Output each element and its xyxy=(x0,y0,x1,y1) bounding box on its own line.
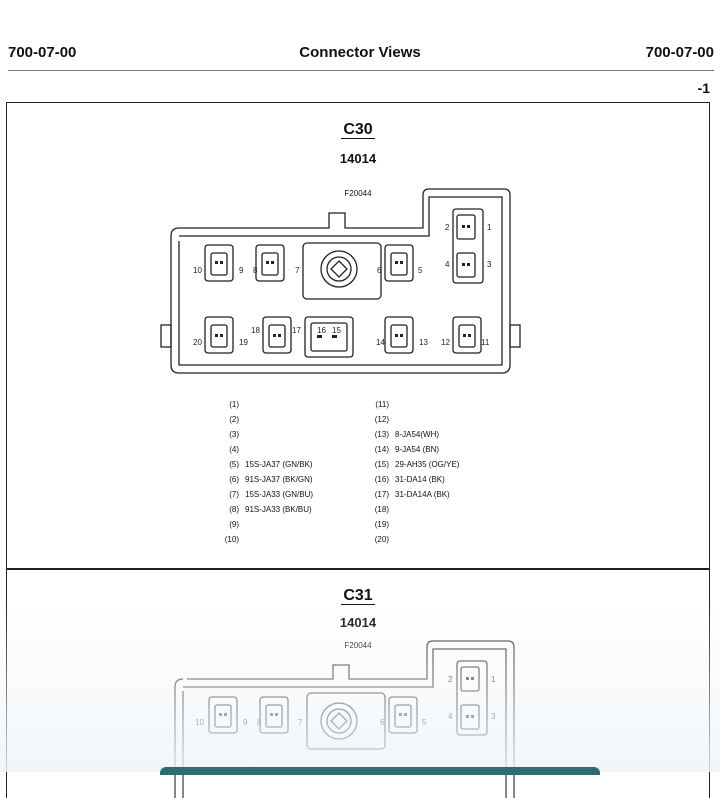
pin-label-1: 1 xyxy=(491,675,496,684)
pin-label-9: 9 xyxy=(243,718,248,727)
pin-label-1: 1 xyxy=(487,223,492,232)
pin-label-18: 18 xyxy=(251,326,260,335)
pin-label-4: 4 xyxy=(445,260,450,269)
connector-diagram-c31: 10 9 8 7 6 5 2 1 4 3 xyxy=(174,640,515,798)
pin-label-12: 12 xyxy=(441,338,450,347)
pin-row: (20) xyxy=(374,535,389,544)
pin-row: (11) xyxy=(375,400,389,409)
pin-row: (13)8-JA54(WH) xyxy=(374,430,440,439)
connector-diagram-c30: 10 9 8 7 6 5 2 1 4 3 20 19 18 17 16 15 1… xyxy=(160,188,521,374)
bottom-toolbar-edge xyxy=(160,767,600,775)
connector-panel-c31: C31 14014 F20044 10 xyxy=(6,568,710,798)
pin-label-8: 8 xyxy=(253,266,258,275)
pin-label-8: 8 xyxy=(257,718,262,727)
pin-row: (12) xyxy=(374,415,389,424)
pin-label-20: 20 xyxy=(193,338,202,347)
connector-figure-code: F20044 xyxy=(344,189,372,198)
pin-label-9: 9 xyxy=(239,266,244,275)
pin-row: (5)15S-JA37 (GN/BK) xyxy=(229,460,313,469)
pin-row: (17)31-DA14A (BK) xyxy=(374,490,450,499)
pin-label-5: 5 xyxy=(422,718,427,727)
pin-row: (16)31-DA14 (BK) xyxy=(374,475,445,484)
pin-label-13: 13 xyxy=(419,338,428,347)
pin-label-10: 10 xyxy=(195,718,204,727)
pin-label-5: 5 xyxy=(418,266,423,275)
pin-label-3: 3 xyxy=(491,712,496,721)
pin-row: (7)15S-JA33 (GN/BU) xyxy=(229,490,314,499)
pin-label-17: 17 xyxy=(292,326,301,335)
pin-row: (8)91S-JA33 (BK/BU) xyxy=(229,505,312,514)
pin-label-10: 10 xyxy=(193,266,202,275)
pin-row: (15)29-AH35 (OG/YE) xyxy=(374,460,460,469)
connector-panel-c30: C30 14014 F20044 xyxy=(6,102,710,570)
pin-label-2: 2 xyxy=(445,223,450,232)
pin-row: (6)91S-JA37 (BK/GN) xyxy=(229,475,313,484)
pin-label-11: 11 xyxy=(481,338,490,347)
pin-list-right: (11) (12) (13)8-JA54(WH) (14)9-JA54 (BN)… xyxy=(369,397,460,547)
pin-list-left: (1) (2) (3) (4) (5)15S-JA37 (GN/BK) (6)9… xyxy=(219,397,313,547)
pin-row: (2) xyxy=(229,415,239,424)
pin-row: (18) xyxy=(374,505,389,514)
pin-label-6: 6 xyxy=(377,266,382,275)
pin-row: (9) xyxy=(229,520,239,529)
pin-row: (3) xyxy=(229,430,239,439)
page-title: Connector Views xyxy=(299,44,421,61)
pin-row: (1) xyxy=(229,400,239,409)
connector-part-number: 14014 xyxy=(339,151,377,166)
connector-id: C31 xyxy=(341,587,375,605)
pin-label-2: 2 xyxy=(448,675,453,684)
pin-row: (4) xyxy=(229,445,239,454)
pin-label-3: 3 xyxy=(487,260,492,269)
pin-label-19: 19 xyxy=(239,338,248,347)
pin-label-6: 6 xyxy=(380,718,385,727)
connector-id: C30 xyxy=(341,121,375,139)
pin-label-7: 7 xyxy=(295,266,300,275)
pin-row: (19) xyxy=(374,520,389,529)
pin-label-4: 4 xyxy=(448,712,453,721)
page-number: -1 xyxy=(697,80,710,96)
pin-label-15: 15 xyxy=(332,326,341,335)
pin-row: (10) xyxy=(224,535,239,544)
header-right-code: 700-07-00 xyxy=(645,44,714,61)
pin-label-7: 7 xyxy=(298,718,303,727)
pin-label-16: 16 xyxy=(317,326,326,335)
pin-row: (14)9-JA54 (BN) xyxy=(374,445,440,454)
header-divider xyxy=(8,70,714,71)
header-left-code: 700-07-00 xyxy=(8,44,77,61)
pin-label-14: 14 xyxy=(376,338,385,347)
